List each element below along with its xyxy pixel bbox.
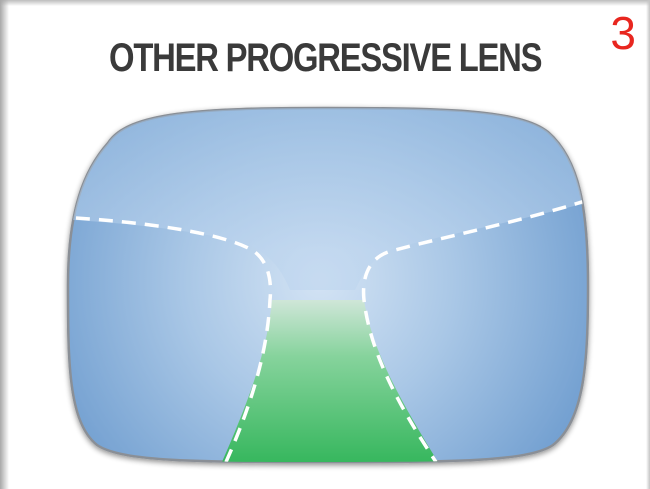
lens-diagram-panel: OTHER PROGRESSIVE LENS 3: [0, 0, 650, 489]
lens-illustration: [0, 0, 650, 489]
